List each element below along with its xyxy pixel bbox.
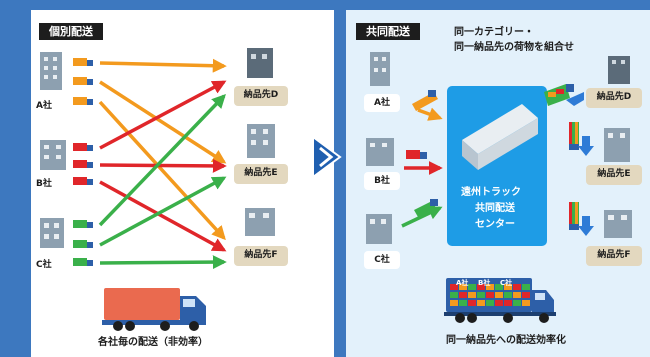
inbound-flows <box>401 90 443 228</box>
right-company-b-label: B社 <box>364 172 400 190</box>
right-caption: 同一納品先への配送効率化 <box>446 335 566 346</box>
description-line2: 同一納品先の荷物を組合せ <box>454 42 574 53</box>
individual-delivery-arrows <box>98 58 227 270</box>
truck-label-b: B社 <box>478 279 491 287</box>
outbound-flows <box>544 84 594 236</box>
joint-delivery-center <box>447 86 547 246</box>
large-truck-icon <box>102 288 206 331</box>
left-company-a-label: A社 <box>36 101 52 111</box>
company-b-trucks-icon <box>73 143 93 185</box>
right-destination-d: 納品先D <box>586 88 642 108</box>
right-company-buildings-icon <box>366 52 394 244</box>
company-a-trucks-icon <box>73 58 93 105</box>
combined-truck-icon <box>444 278 556 323</box>
left-company-c-label: C社 <box>36 260 52 270</box>
left-caption: 各社毎の配送（非効率） <box>98 337 208 348</box>
description-line1: 同一カテゴリー・ <box>454 27 534 38</box>
center-label-line3: センター <box>475 219 515 230</box>
joint-delivery-title: 共同配送 <box>356 23 420 40</box>
company-c-trucks-icon <box>73 220 93 266</box>
company-c-building-icon <box>40 218 64 248</box>
truck-label-a: A社 <box>456 279 469 287</box>
truck-label-c: C社 <box>500 279 513 287</box>
left-destination-d: 納品先D <box>234 86 288 106</box>
left-destination-f: 納品先F <box>234 246 288 266</box>
right-destination-buildings-icon <box>604 56 632 238</box>
company-a-building-icon <box>40 52 62 90</box>
right-destination-f: 納品先F <box>586 246 642 266</box>
individual-delivery-title: 個別配送 <box>39 23 103 40</box>
flow-chevron-icon <box>312 135 342 179</box>
company-b-building-icon <box>40 140 66 170</box>
right-company-a-label: A社 <box>364 94 400 112</box>
left-destination-buildings-icon <box>245 48 275 236</box>
left-destination-e: 納品先E <box>234 164 288 184</box>
right-company-c-label: C社 <box>364 251 400 269</box>
center-label-line2: 共同配送 <box>475 203 515 214</box>
left-company-b-label: B社 <box>36 179 52 189</box>
center-label-line1: 遠州トラック <box>461 187 521 198</box>
right-destination-e: 納品先E <box>586 165 642 185</box>
